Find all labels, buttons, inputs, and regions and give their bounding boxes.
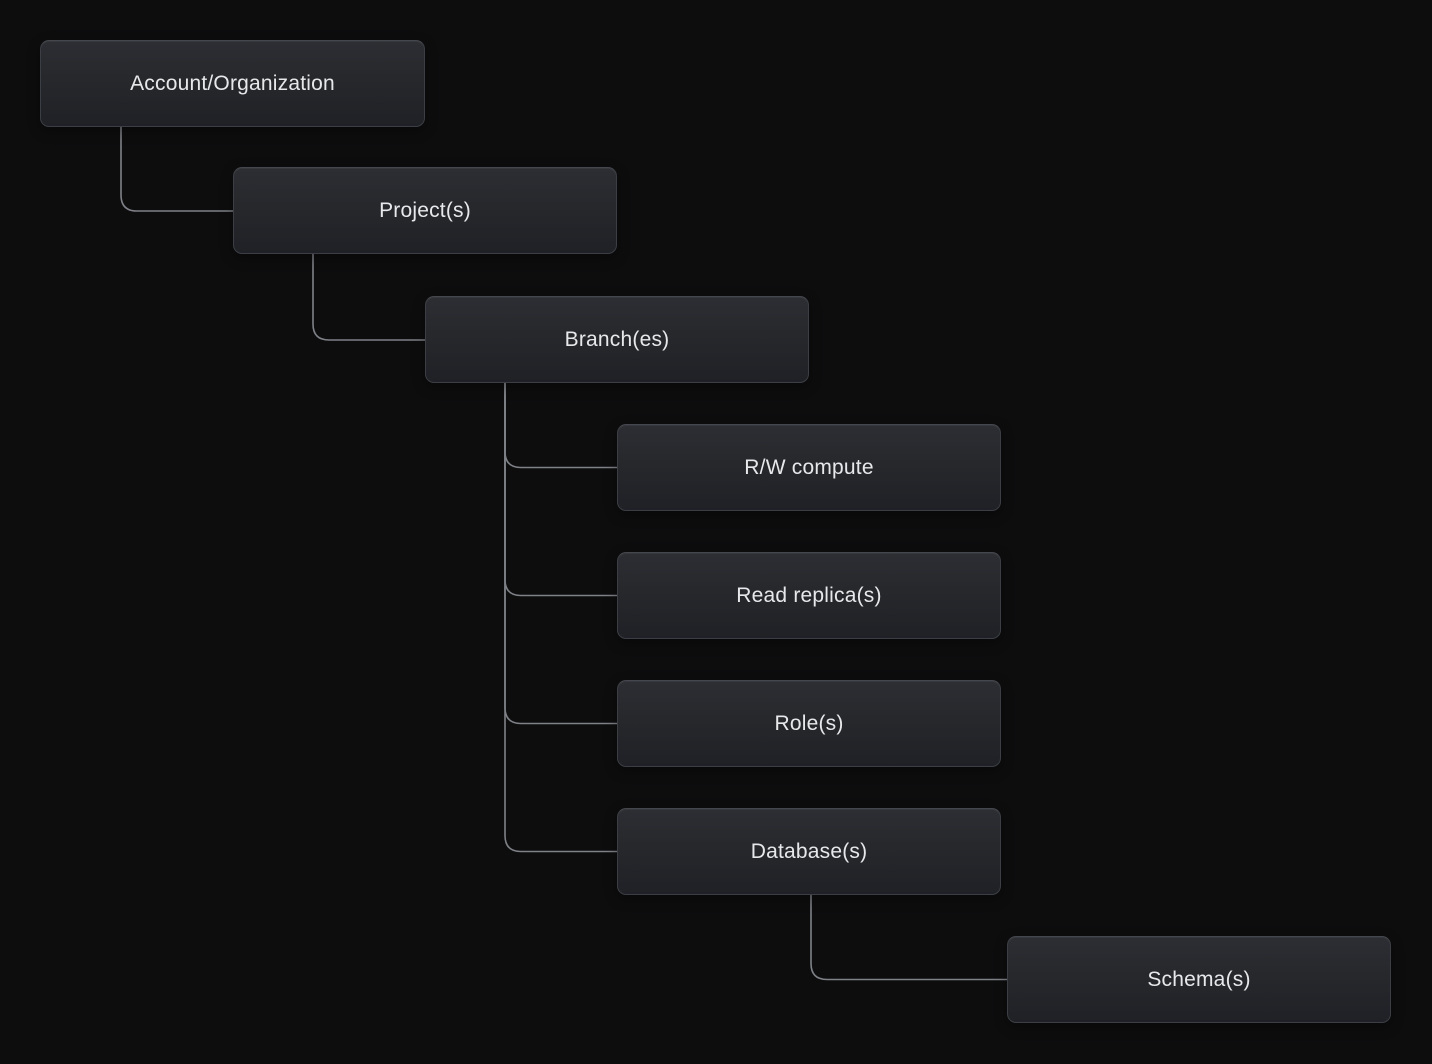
node-label: Read replica(s) [736,583,882,607]
node-read-replicas: Read replica(s) [617,552,1001,639]
edge-branches-to-roles [504,383,617,725]
node-label: Account/Organization [130,71,335,95]
node-label: Project(s) [379,198,471,222]
edge-branches-to-databases [504,383,617,853]
node-roles: Role(s) [617,680,1001,767]
node-account-organization: Account/Organization [40,40,425,127]
node-label: Branch(es) [564,327,670,351]
edge-branches-to-rw-compute [504,383,617,469]
node-label: R/W compute [744,455,874,479]
edge-databases-to-schemas [810,895,1007,981]
node-schemas: Schema(s) [1007,936,1391,1023]
edge-branches-to-read-replicas [504,383,617,597]
edge-account-to-projects [120,127,233,212]
edge-projects-to-branches [312,254,425,341]
node-databases: Database(s) [617,808,1001,895]
node-label: Schema(s) [1147,967,1251,991]
node-label: Database(s) [750,839,868,863]
node-label: Role(s) [774,711,844,735]
node-rw-compute: R/W compute [617,424,1001,511]
node-branches: Branch(es) [425,296,809,383]
node-projects: Project(s) [233,167,617,254]
